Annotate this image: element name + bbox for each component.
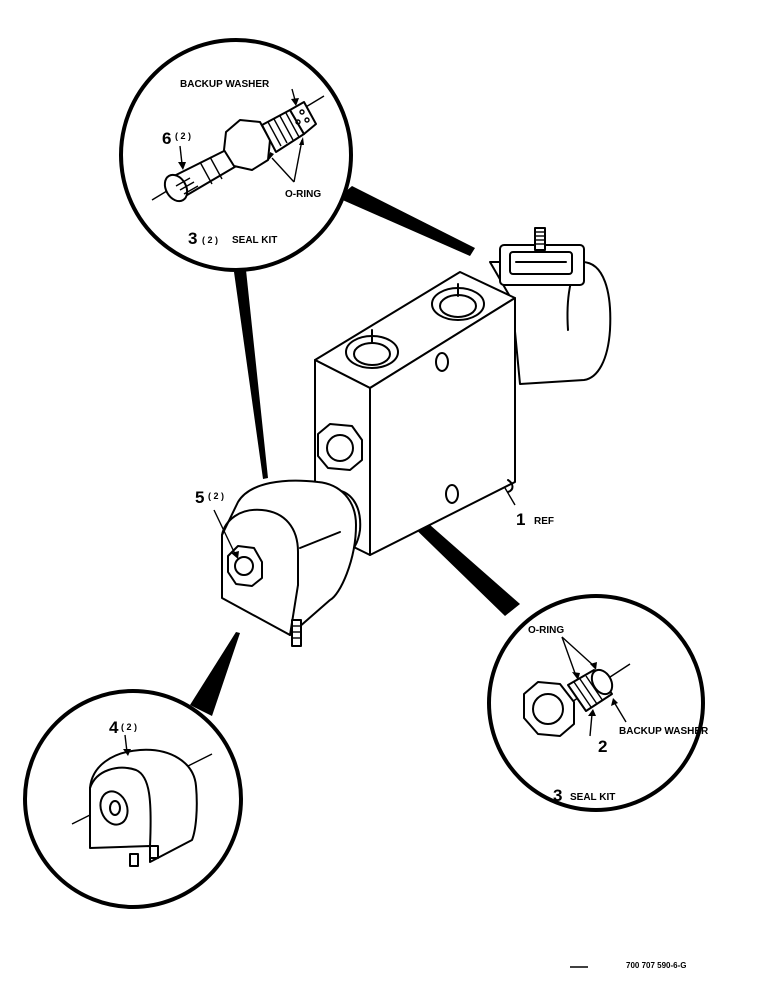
left-part-4-qty: ( 2 ) bbox=[121, 722, 137, 732]
right-seal-kit-label: SEAL KIT bbox=[570, 792, 615, 803]
top-seal-kit-label: SEAL KIT bbox=[232, 235, 277, 246]
left-detail-circle: 4 ( 2 ) bbox=[23, 689, 243, 909]
right-detail-circle: O-RING 2 BACKUP WASHER 3 SEAL KIT bbox=[487, 594, 709, 812]
part-5-number: 5 bbox=[195, 488, 204, 507]
left-solenoid-coil bbox=[221, 479, 362, 647]
valve-block bbox=[314, 271, 516, 556]
top-part-3-qty: ( 2 ) bbox=[202, 235, 218, 245]
right-solenoid-coil bbox=[489, 227, 612, 385]
top-backup-washer-label: BACKUP WASHER bbox=[180, 79, 270, 90]
leader-part-1 bbox=[504, 487, 516, 506]
right-backup-washer-label: BACKUP WASHER bbox=[619, 726, 709, 737]
left-part-4-number: 4 bbox=[109, 718, 119, 737]
top-o-ring-label: O-RING bbox=[285, 189, 321, 200]
top-part-3-number: 3 bbox=[188, 229, 197, 248]
top-part-6-number: 6 bbox=[162, 129, 171, 148]
hex-plug bbox=[317, 423, 363, 471]
figure-id: 700 707 590-6-G bbox=[626, 961, 687, 970]
wedge-left-to-coil bbox=[190, 632, 240, 716]
part-1-number: 1 bbox=[516, 510, 525, 529]
part-5-qty: ( 2 ) bbox=[208, 491, 224, 501]
right-o-ring-label: O-RING bbox=[528, 625, 564, 636]
right-part-2-number: 2 bbox=[598, 737, 607, 756]
wedge-top-to-cartridge bbox=[338, 186, 475, 256]
top-part-6-qty: ( 2 ) bbox=[175, 131, 191, 141]
right-part-3-number: 3 bbox=[553, 786, 562, 805]
wedge-top-to-coil bbox=[234, 270, 268, 479]
valve-assembly bbox=[221, 227, 612, 647]
assembly-labels: 5 ( 2 ) 1 REF bbox=[195, 488, 554, 559]
part-1-ref-label: REF bbox=[534, 516, 554, 527]
top-detail-circle: BACKUP WASHER 6 ( 2 ) O-RING 3 ( 2 ) SEA… bbox=[119, 38, 353, 272]
block-side-face bbox=[369, 297, 516, 556]
